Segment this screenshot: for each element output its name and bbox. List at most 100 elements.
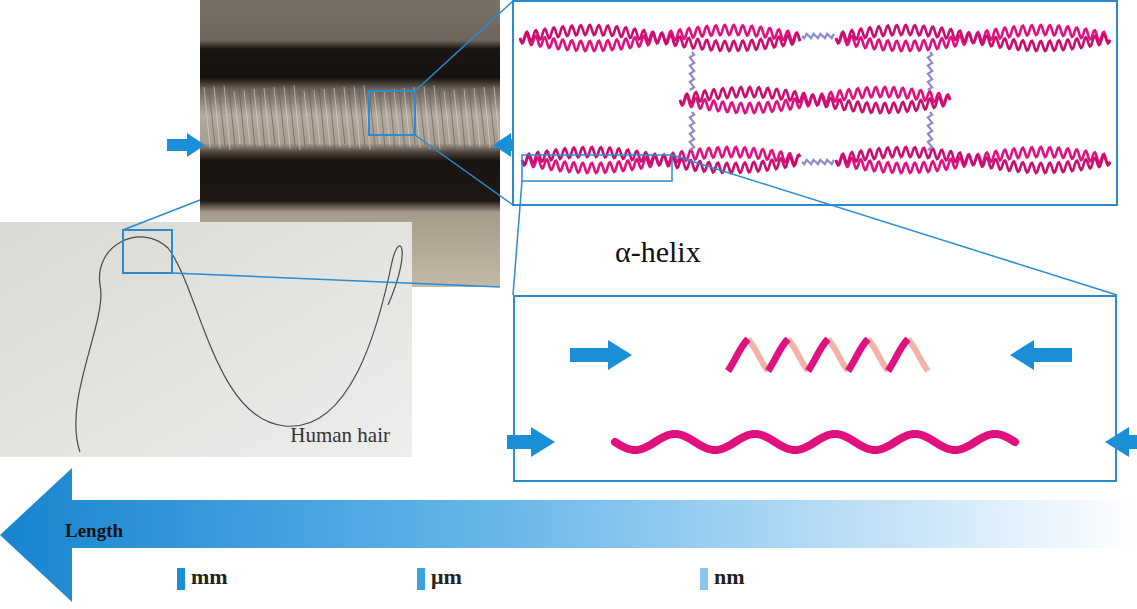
striation xyxy=(434,85,440,150)
striation xyxy=(444,91,450,144)
helix-strand xyxy=(520,25,800,51)
striation xyxy=(454,90,460,145)
striation xyxy=(389,86,395,149)
striation xyxy=(249,86,255,149)
striation xyxy=(449,87,455,148)
hair-photo xyxy=(0,222,412,457)
helix-front xyxy=(888,339,908,371)
striation xyxy=(349,90,355,145)
linker xyxy=(690,112,694,150)
scale-tick xyxy=(177,568,185,590)
zoom-line xyxy=(672,155,1117,295)
helix-front xyxy=(728,339,748,371)
linker xyxy=(802,34,834,38)
striation xyxy=(374,91,380,144)
coiled-coil xyxy=(836,147,1110,173)
length-arrow: Length xyxy=(0,468,1137,603)
striation xyxy=(404,88,410,147)
striation xyxy=(429,89,435,146)
striation xyxy=(319,86,325,149)
striation xyxy=(464,89,470,146)
extended-strand xyxy=(615,434,1015,450)
helix-back xyxy=(788,339,808,371)
stretch-arrow xyxy=(1010,340,1072,370)
helix-back xyxy=(908,339,928,371)
striation xyxy=(424,86,430,149)
striation xyxy=(209,90,215,145)
striation xyxy=(439,88,445,147)
striation xyxy=(244,90,250,145)
photo-panel: Human hair xyxy=(0,222,412,457)
striation xyxy=(334,88,340,147)
coiled-coil xyxy=(520,25,800,51)
helix-strand xyxy=(836,25,1110,51)
axis-title: Length xyxy=(65,520,123,542)
helix-back xyxy=(828,339,848,371)
striation xyxy=(259,85,265,150)
striation xyxy=(459,86,465,149)
scale-tick xyxy=(700,568,708,590)
fibril-panel xyxy=(513,1,1117,205)
stretch-arrow xyxy=(570,340,632,370)
striation xyxy=(289,89,295,146)
coiled-coil xyxy=(522,147,800,173)
striation xyxy=(294,85,300,150)
fibre-striations xyxy=(204,85,500,150)
helix-front xyxy=(808,339,828,371)
hair-strand xyxy=(76,237,402,452)
arrow-body xyxy=(0,468,1137,602)
striation xyxy=(339,91,345,144)
striation xyxy=(354,86,360,149)
striation xyxy=(344,87,350,148)
alpha-helix-coil xyxy=(728,339,928,371)
striation xyxy=(309,87,315,148)
striation xyxy=(384,90,390,145)
helix-strand xyxy=(522,147,800,173)
striation xyxy=(219,89,225,146)
zoom-line xyxy=(123,200,200,230)
striation xyxy=(239,87,245,148)
striation xyxy=(324,89,330,146)
zoom-line xyxy=(415,1,513,91)
stretch-arrow xyxy=(167,133,205,157)
striation xyxy=(304,91,310,144)
linker xyxy=(802,160,834,164)
zoom-line xyxy=(172,273,500,287)
striation xyxy=(474,88,480,147)
striation xyxy=(229,88,235,147)
linker xyxy=(928,112,932,150)
striation xyxy=(469,85,475,150)
helix-back xyxy=(748,339,768,371)
scale-unit: μm xyxy=(431,564,462,589)
striation xyxy=(264,88,270,147)
panel-heading: α-helix xyxy=(615,235,701,270)
coiled-coil xyxy=(680,87,950,113)
striation xyxy=(299,88,305,147)
linker xyxy=(690,52,694,90)
striation xyxy=(419,90,425,145)
striation xyxy=(214,86,220,149)
helix-strand xyxy=(836,25,1110,51)
striation xyxy=(204,87,210,148)
helix-front xyxy=(768,339,788,371)
striation xyxy=(394,89,400,146)
striation xyxy=(224,85,230,150)
striation xyxy=(484,87,490,148)
zoom-box xyxy=(369,91,415,135)
zoom-box xyxy=(123,230,172,273)
zoom-box xyxy=(522,155,672,181)
striation xyxy=(479,91,485,144)
striation xyxy=(269,91,275,144)
helix-strand xyxy=(520,25,800,51)
striation xyxy=(234,91,240,144)
stretch-arrow xyxy=(1105,427,1137,457)
striation xyxy=(379,87,385,148)
arrow-shape xyxy=(0,468,1137,603)
striation xyxy=(329,85,335,150)
striation xyxy=(284,86,290,149)
zoom-line xyxy=(415,135,513,205)
striation xyxy=(399,85,405,150)
scale-unit: mm xyxy=(191,564,228,589)
helix-strand xyxy=(522,147,800,173)
